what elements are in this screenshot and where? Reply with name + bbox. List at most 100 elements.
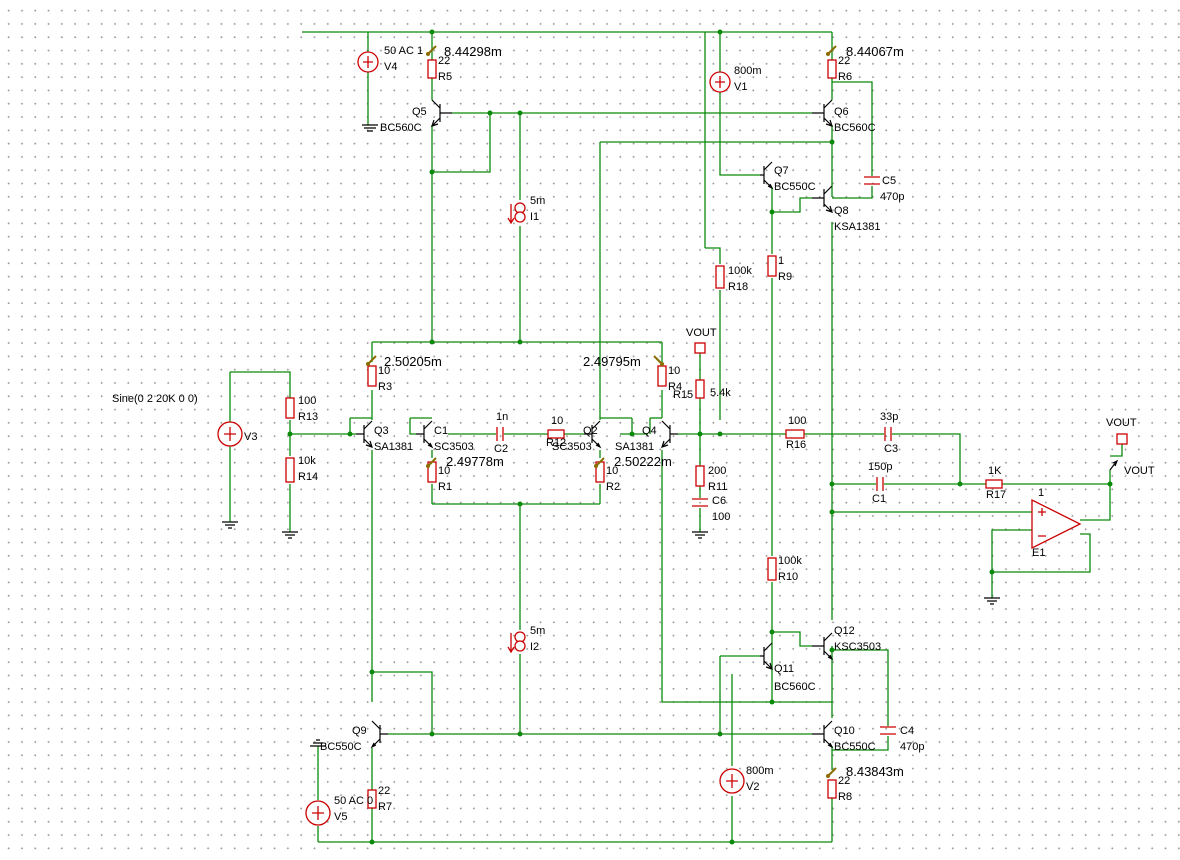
capacitor-c2[interactable] [496,427,504,441]
resistor-r12[interactable] [547,429,565,439]
c4-name: C4 [900,725,914,737]
voltage-source-v1[interactable] [709,71,731,93]
probe-r2[interactable] [594,457,605,468]
probe-bottom-right-readout: 8.43843m [846,764,904,779]
r4-name: R4 [668,381,682,393]
transistor-q7[interactable] [760,161,774,190]
resistor-r13[interactable] [285,397,295,419]
resistor-r15[interactable] [695,379,705,399]
i2-name: I2 [530,641,539,653]
r2-value: 10 [606,465,618,477]
resistor-r3[interactable] [367,365,377,387]
q3-name: Q3 [374,425,389,437]
r8-value: 22 [838,775,850,787]
probe-top-left[interactable] [426,45,437,56]
current-source-i2[interactable] [507,631,526,654]
current-probes [366,45,837,778]
resistor-r6[interactable] [827,59,837,79]
c5-value: 470p [880,191,904,203]
current-sources [507,202,526,654]
probe-r1[interactable] [426,457,437,468]
q10-model: BC550C [834,741,876,753]
probe-top-right[interactable] [826,45,837,56]
resistor-r7[interactable] [367,789,377,809]
c1-name: C1 [872,493,886,505]
r13-value: 100 [298,395,316,407]
capacitor-c4[interactable] [880,726,896,735]
q8-name: Q8 [834,205,849,217]
transistor-q3[interactable] [356,420,373,448]
capacitor-c3[interactable] [884,427,892,441]
transistor-q4[interactable] [661,420,678,448]
resistor-r16[interactable] [785,429,805,439]
r12-name: R12 [546,437,566,449]
resistor-r11[interactable] [695,465,705,487]
transistor-q2[interactable] [584,420,602,449]
r17-name: R17 [986,489,1006,501]
v2-value: 800m [746,765,774,777]
vcvs-e1[interactable] [1031,498,1082,550]
ground-v4 [362,124,378,132]
resistor-r5[interactable] [427,59,437,79]
r10-name: R10 [778,571,798,583]
resistor-r18[interactable] [715,265,725,289]
r15-name: R15 [673,389,693,401]
resistor-r17[interactable] [985,479,1003,489]
voltage-source-v2[interactable] [719,768,745,794]
q4-name: Q4 [642,425,657,437]
vout-output-label: VOUT [1124,465,1155,477]
resistor-r4[interactable] [657,365,667,387]
wires [229,31,1123,843]
voltage-source-v4[interactable] [357,51,379,73]
transistor-q12[interactable] [812,632,834,661]
r14-name: R14 [298,471,318,483]
probe-r4[interactable] [653,355,664,366]
transistor-q11[interactable] [760,642,773,670]
voltage-source-v3[interactable] [217,421,243,447]
current-source-i1[interactable] [507,202,526,225]
resistor-r8[interactable] [827,779,837,799]
r15-value: 5.4k [710,387,731,399]
r11-value: 200 [708,465,726,477]
vout-flag-top[interactable] [694,342,706,354]
voltage-source-v5[interactable] [305,800,331,826]
e1-gain: 1 [1038,487,1044,499]
r18-name: R18 [728,281,748,293]
transistor-q9[interactable] [370,720,388,749]
v1-name: V1 [734,81,747,93]
capacitor-c6[interactable] [692,498,708,507]
probe-bottom-right[interactable] [826,767,837,778]
q7-model: BC550C [774,181,816,193]
q9-name: Q9 [352,725,367,737]
v4-value: 50 AC 1 [384,45,423,57]
resistor-r10[interactable] [767,557,777,581]
v3-name: V3 [244,431,257,443]
capacitor-c1[interactable] [876,477,884,491]
transistor-q6[interactable] [812,99,833,127]
r3-name: R3 [378,381,392,393]
q5-name: Q5 [412,106,427,118]
probe-r3[interactable] [366,355,377,366]
vout-flag-right[interactable] [1116,433,1128,445]
c3-name: C3 [884,443,898,455]
net-flags [694,342,1128,471]
voltage-sources [217,51,745,826]
transistor-q10[interactable] [812,720,834,749]
resistors [285,59,1003,809]
transistor-q8[interactable] [812,185,833,213]
capacitor-c5[interactable] [864,176,880,185]
component-labels: 50 AC 1 V4 22 R5 8.44298m 800m V1 22 R6 … [112,44,1155,823]
q12-name: Q12 [834,625,855,637]
resistor-r9[interactable] [767,255,777,277]
vout-output-arrow [1109,459,1119,471]
q7-name: Q7 [774,165,789,177]
v3-sine-spec: Sine(0 2 20K 0 0) [112,393,198,405]
r10-value: 100k [778,555,802,567]
transistor-q5[interactable] [431,99,452,127]
r2-name: R2 [606,481,620,493]
probe-top-left-readout: 8.44298m [444,44,502,59]
resistor-r14[interactable] [285,457,295,483]
r8-name: R8 [838,791,852,803]
transistor-q1[interactable] [416,420,434,449]
